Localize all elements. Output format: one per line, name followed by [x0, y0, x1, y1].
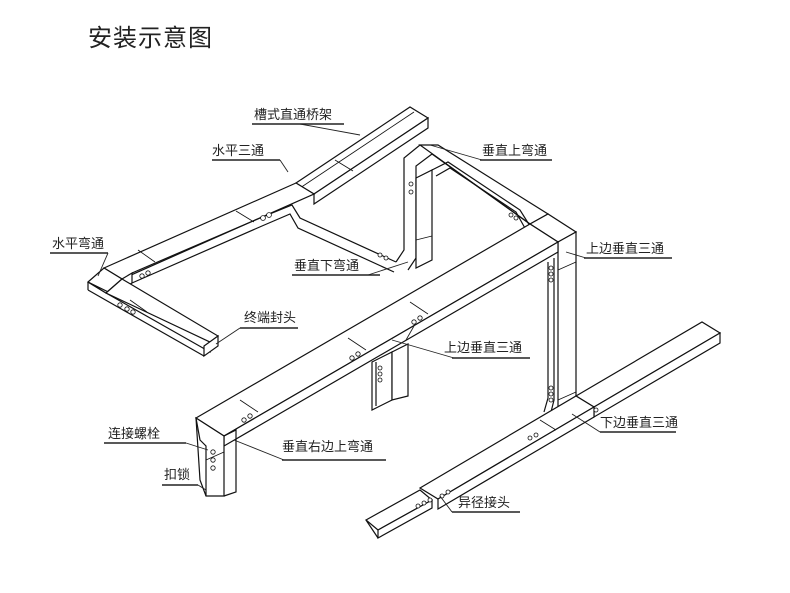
label-end-cap: 终端封头 — [244, 310, 296, 326]
lower-tray — [364, 321, 722, 540]
label-lower-vertical-tee: 下边垂直三通 — [600, 416, 678, 431]
main-tray — [194, 223, 560, 448]
horizontal-tee-run — [102, 182, 397, 291]
label-upper-vertical-tee-center: 上边垂直三通 — [444, 341, 522, 356]
label-upper-vertical-tee-right: 上边垂直三通 — [586, 242, 664, 257]
vertical-riser — [377, 144, 550, 271]
diagram-title: 安装示意图 — [88, 24, 213, 52]
label-horizontal-tee: 水平三通 — [212, 144, 264, 159]
label-vertical-up-bend: 垂直上弯通 — [482, 143, 547, 159]
label-reducer: 异径接头 — [458, 495, 510, 511]
label-vertical-down-bend: 垂直下弯通 — [294, 258, 359, 274]
upper-vertical-tee-right — [528, 213, 578, 420]
straight-tray — [294, 106, 430, 206]
label-vertical-right-up-bend: 垂直右边上弯通 — [282, 439, 373, 455]
horizontal-bend — [86, 267, 220, 358]
upper-vertical-tee-center — [371, 343, 409, 411]
vertical-right-up-bend — [195, 416, 237, 497]
callouts: 槽式直通桥架 水平三通 垂直上弯通 水平弯通 垂直下弯通 上边垂直三通 终端封头… — [50, 108, 678, 513]
label-lock-clip: 扣锁 — [164, 467, 190, 483]
label-horizontal-bend: 水平弯通 — [52, 236, 104, 252]
label-straight-tray: 槽式直通桥架 — [254, 108, 332, 123]
label-connecting-bolt: 连接螺栓 — [108, 426, 160, 442]
